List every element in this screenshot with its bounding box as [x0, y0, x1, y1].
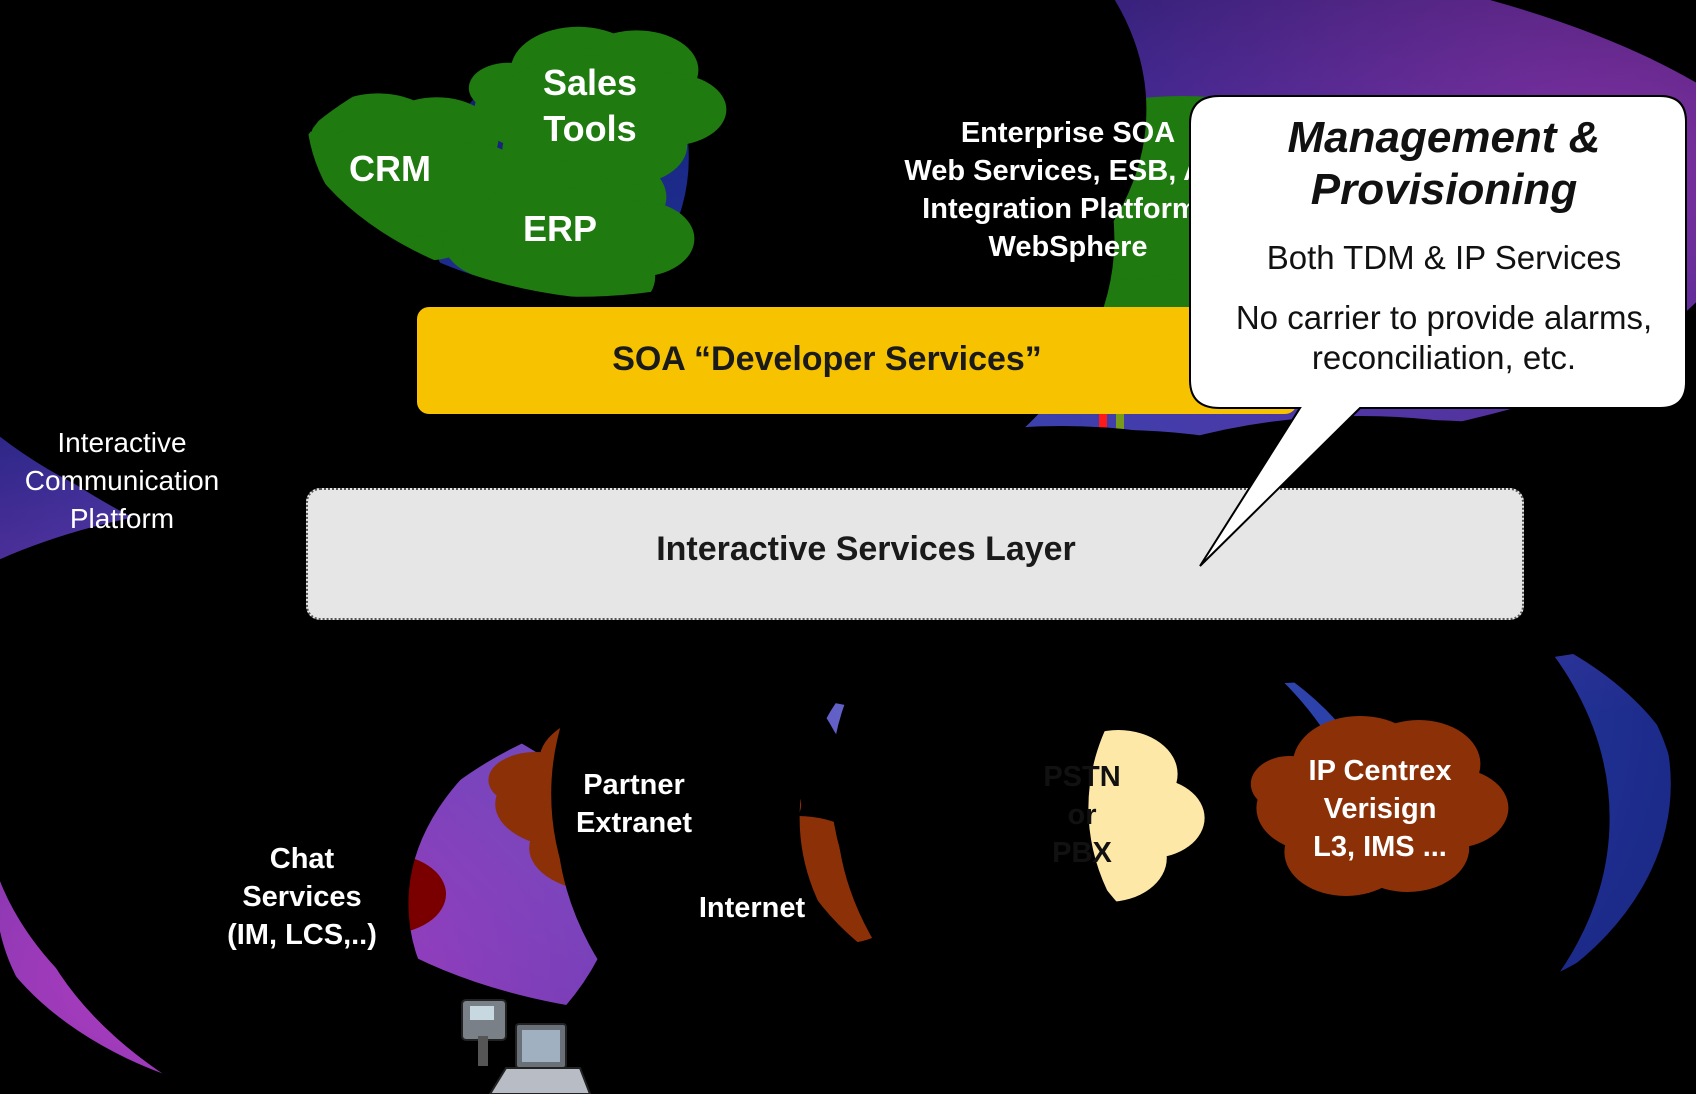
partner-extranet-label: Partner Extranet [575, 769, 693, 839]
callout-line-carrier: No carrier to provide alarms, reconcilia… [1235, 299, 1653, 376]
erp-label: ERP [522, 208, 598, 249]
internet-label: Internet [698, 892, 806, 924]
interactive-services-layer [306, 488, 1524, 620]
callout-line-services: Both TDM & IP Services [1266, 239, 1622, 276]
callout-title: Management & Provisioning [1287, 113, 1601, 214]
platform-label: Interactive Communication Platform [24, 427, 220, 534]
enterprise-soa-label: Enterprise SOA Web Services, ESB, API In… [904, 117, 1232, 263]
soa-developer-services-bar [417, 307, 1297, 414]
sales-tools-label: Sales Tools [542, 62, 638, 150]
chat-services-label: Chat Services (IM, LCS,..) [227, 843, 377, 951]
phone-icon [461, 999, 507, 1066]
callout-text: Management & Provisioning Both TDM & IP … [1192, 112, 1696, 378]
laptop-icon [488, 1023, 592, 1094]
interactive-services-layer-label: Interactive Services Layer [656, 530, 1076, 568]
pstn-label: PSTN or PBX [1043, 761, 1121, 869]
soa-developer-services-label: SOA “Developer Services” [612, 340, 1042, 378]
crm-label: CRM [349, 148, 431, 189]
ip-centrex-label: IP Centrex Verisign L3, IMS ... [1308, 755, 1452, 863]
